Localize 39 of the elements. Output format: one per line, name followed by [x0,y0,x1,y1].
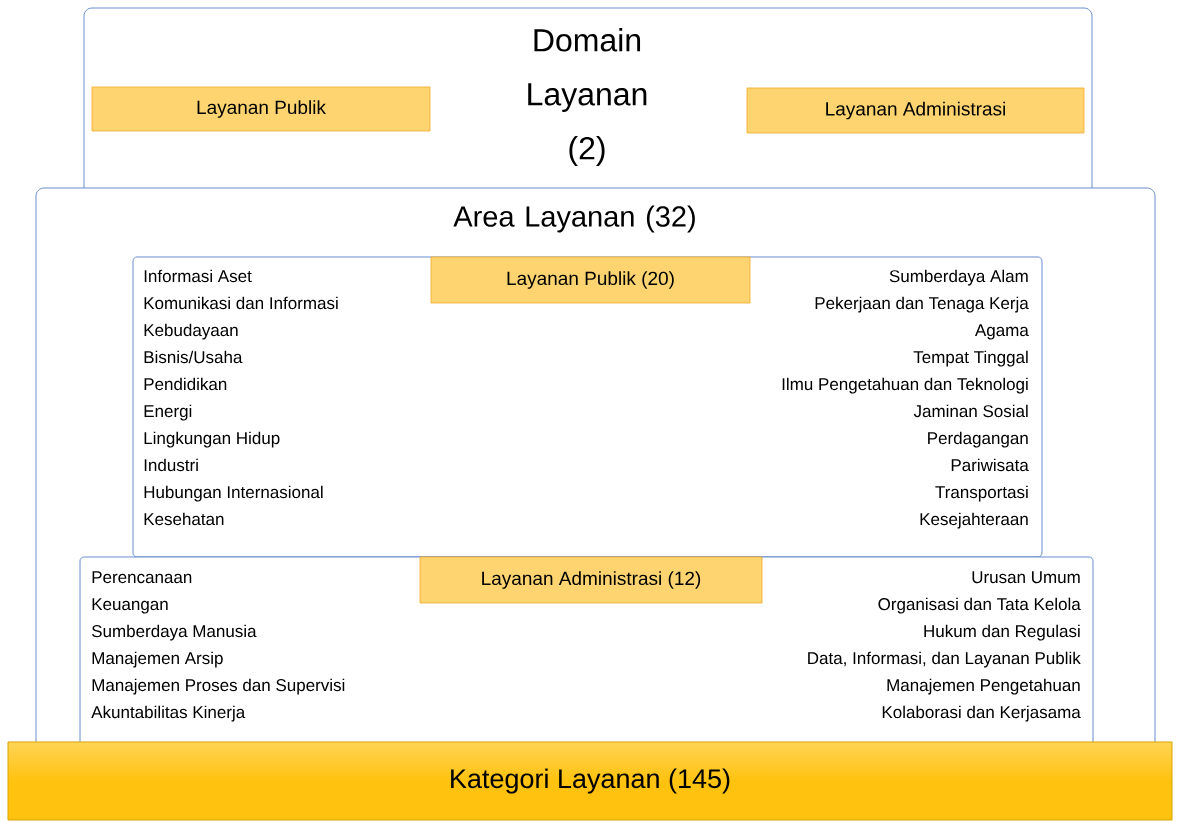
list-item: Industri [144,458,198,472]
list-item: Sumberdaya Alam [889,269,1028,286]
list-item: Transportasi [935,485,1028,502]
list-item: Manajemen Arsip [92,651,223,668]
list-item: Data, Informasi, dan Layanan Publik [808,651,1081,668]
heading-box: Layanan Publik (20) [430,256,751,304]
list-item: Energi [144,404,192,421]
list-item: Manajemen Proses dan Supervisi [92,678,345,695]
list-item: Keuangan [92,598,168,614]
list-item: Kesejahteraan [920,512,1028,529]
list-item: Pendidikan [144,377,227,391]
list-item: Bisnis/Usaha [144,350,243,364]
list-item: Kebudayaan [144,323,238,340]
list-item: Ilmu Pengetahuan dan Teknologi [782,377,1028,394]
heading-box: Layanan Administrasi (12) [419,556,763,604]
list-item: Agama [974,324,1029,340]
list-item: Akuntabilitas Kinerja [91,705,246,722]
list-item: Informasi Aset [144,269,252,283]
list-item: Perencanaan [92,571,192,584]
list-item: Kolaborasi dan Kerjasama [882,705,1081,722]
list-item: Perdagangan [928,431,1028,448]
list-item: Urusan Umum [972,571,1080,584]
list-item: Kesehatan [144,512,224,526]
list-item: Organisasi dan Tata Kelola [878,597,1081,614]
list-item: Komunikasi dan Informasi [144,296,338,310]
heading-box: Layanan Publik [91,86,431,132]
list-item: Tempat Tinggal [913,350,1028,367]
frame-title: Area Layanan (32) [453,205,695,233]
heading-box: Layanan Administrasi [746,87,1085,134]
frame-title: Domain Layanan (2) [528,28,647,166]
list-item: Hubungan Internasional [144,485,323,502]
list-item: Sumberdaya Manusia [92,624,257,641]
list-item: Lingkungan Hidup [144,431,280,448]
list-item: Pariwisata [951,458,1029,472]
category-band: Kategori Layanan (145) [7,741,1173,821]
list-item: Manajemen Pengetahuan [887,678,1080,695]
list-item: Hukum dan Regulasi [924,624,1080,641]
list-item: Pekerjaan dan Tenaga Kerja [815,296,1029,313]
list-item: Jaminan Sosial [913,404,1028,418]
